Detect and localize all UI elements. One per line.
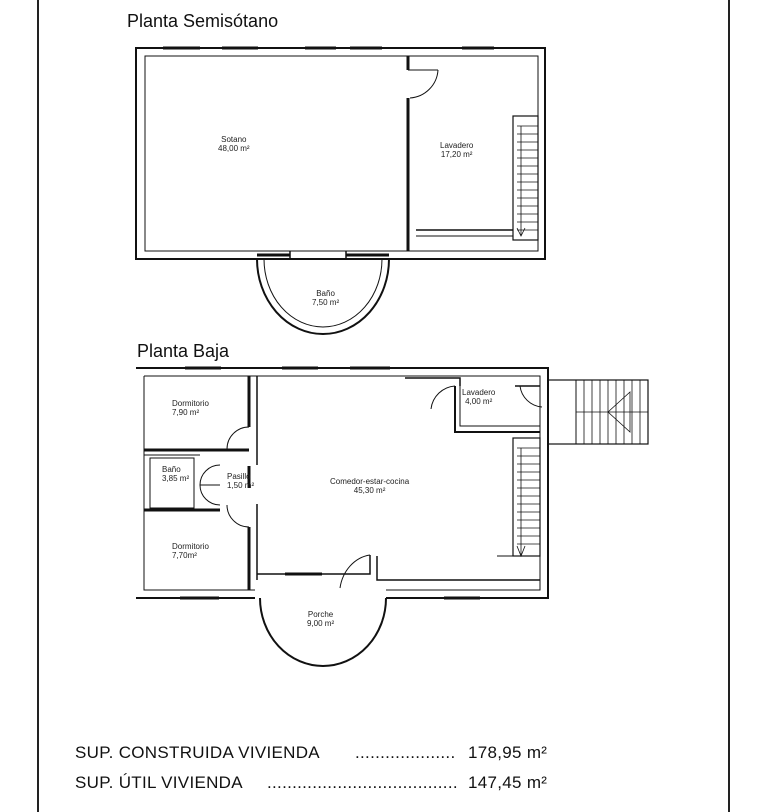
room-lavadero-baja-area: 4,00 m²	[465, 397, 493, 406]
baja-title: Planta Baja	[137, 341, 230, 361]
sup-util-dots: ......................................	[267, 773, 458, 792]
room-sotano-name: Sotano	[221, 135, 247, 144]
room-dormitorio-1: Dormitorio 7,90 m²	[172, 399, 209, 417]
room-dormitorio-2-name: Dormitorio	[172, 542, 209, 551]
room-porche: Porche 9,00 m²	[307, 610, 334, 628]
room-lavadero-semisotano-area: 17,20 m²	[440, 150, 473, 159]
room-bano-baja: Baño 3,85 m²	[162, 465, 189, 483]
room-lavadero-semisotano-name: Lavadero	[440, 141, 474, 150]
room-lavadero-semisotano: Lavadero 17,20 m²	[440, 141, 473, 159]
room-pasillo-name: Pasillo	[227, 472, 251, 481]
room-lavadero-baja-name: Lavadero	[462, 388, 496, 397]
room-pasillo-area: 1,50 m²	[227, 481, 255, 490]
semisotano-title: Planta Semisótano	[127, 11, 279, 31]
room-comedor-area: 45,30 m²	[353, 486, 386, 495]
room-bano-baja-name: Baño	[162, 465, 181, 474]
sup-construida-label: SUP. CONSTRUIDA VIVIENDA	[75, 743, 320, 762]
room-lavadero-baja: Lavadero 4,00 m²	[462, 388, 495, 406]
sup-construida-value: 178,95 m²	[468, 743, 548, 762]
room-porche-area: 9,00 m²	[307, 619, 335, 628]
room-dormitorio-2: Dormitorio 7,70m²	[172, 542, 209, 560]
room-sotano: Sotano 48,00 m²	[218, 135, 250, 153]
room-dormitorio-1-name: Dormitorio	[172, 399, 209, 408]
room-bano-semisotano: Baño 7,50 m²	[312, 289, 339, 307]
sup-util-label: SUP. ÚTIL VIVIENDA	[75, 773, 243, 792]
sup-construida-dots: ....................	[355, 743, 456, 762]
room-dormitorio-2-area: 7,70m²	[172, 551, 197, 560]
room-dormitorio-1-area: 7,90 m²	[172, 408, 200, 417]
room-bano-baja-area: 3,85 m²	[162, 474, 190, 483]
room-bano-semisotano-name: Baño	[316, 289, 335, 298]
room-bano-semisotano-area: 7,50 m²	[312, 298, 340, 307]
room-comedor-name: Comedor-estar-cocina	[330, 477, 410, 486]
room-pasillo: Pasillo 1,50 m²	[227, 472, 254, 490]
room-sotano-area: 48,00 m²	[218, 144, 250, 153]
sup-util-value: 147,45 m²	[468, 773, 548, 792]
frame-right-border	[728, 0, 730, 812]
semisotano-plan	[135, 46, 546, 335]
baja-plan	[136, 366, 649, 667]
frame-left-border	[37, 0, 39, 812]
room-porche-name: Porche	[307, 610, 334, 619]
room-comedor-estar-cocina: Comedor-estar-cocina 45,30 m²	[330, 477, 409, 495]
